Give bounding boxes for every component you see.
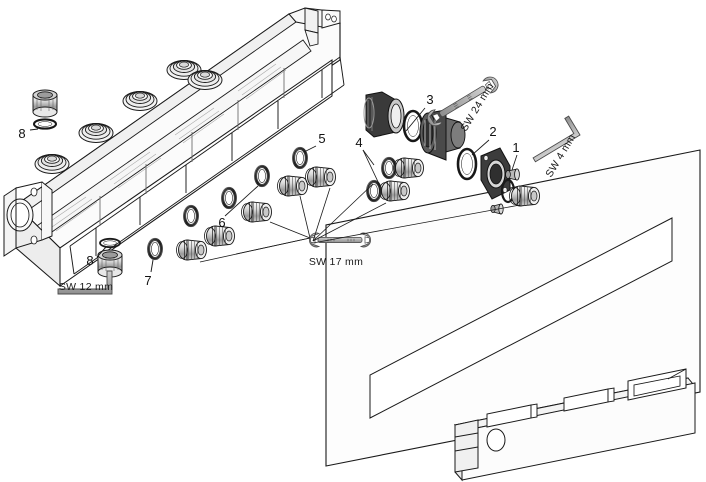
- part-number-1: 1: [512, 140, 519, 155]
- part-2-oring: [456, 147, 478, 181]
- part-8-upper-oring: [32, 118, 58, 130]
- leader-line-7: [150, 259, 154, 273]
- tool-label-sw17: SW 17 mm: [309, 256, 363, 268]
- part-number-3: 3: [426, 92, 433, 107]
- part-number-8-lower: 8: [86, 253, 93, 268]
- manifold-left-flange: [3, 181, 53, 257]
- tool-callout-sw17: SW 17 mm: [309, 232, 371, 268]
- leader-line-8-upper: [29, 128, 39, 131]
- outlet-connector: [500, 178, 540, 207]
- allen-key-icon-sw12: [57, 270, 113, 295]
- part-8-lower-oring: [99, 237, 121, 249]
- part-number-7: 7: [144, 273, 151, 288]
- allen-key-icon: [532, 115, 581, 163]
- leader-line-6: [224, 185, 259, 217]
- part-number-8-upper: 8: [18, 126, 25, 141]
- part-3-valve-shell: [363, 91, 405, 138]
- part-8-lower-plug: [97, 249, 123, 278]
- leader-line-8-lower: [96, 246, 107, 258]
- part-number-6: 6: [218, 215, 225, 230]
- leader-lines-sw17: [199, 183, 521, 263]
- wall-panel: [325, 149, 701, 467]
- mounting-rail: [453, 368, 696, 482]
- tool-callout-sw12: SW 12 mm: [57, 270, 113, 295]
- part-8-upper-plug: [32, 89, 58, 118]
- manifold-body: [3, 7, 345, 288]
- part-number-2: 2: [489, 124, 496, 139]
- leader-line-2: [471, 139, 490, 156]
- open-end-wrench-icon: [439, 85, 487, 118]
- manifold-right-bracket: [288, 7, 341, 47]
- tool-label-sw12: SW 12 mm: [59, 281, 113, 293]
- part-5-connector: [305, 166, 336, 188]
- leader-lines-4: [362, 149, 381, 187]
- leader-line-5: [303, 145, 317, 153]
- part-1-screw-upper: [505, 168, 520, 181]
- leader-line-1: [511, 154, 518, 171]
- part-7-connector: [176, 239, 207, 261]
- leader-line-3: [405, 107, 426, 132]
- part-number-4: 4: [355, 135, 362, 150]
- part-number-5: 5: [318, 131, 325, 146]
